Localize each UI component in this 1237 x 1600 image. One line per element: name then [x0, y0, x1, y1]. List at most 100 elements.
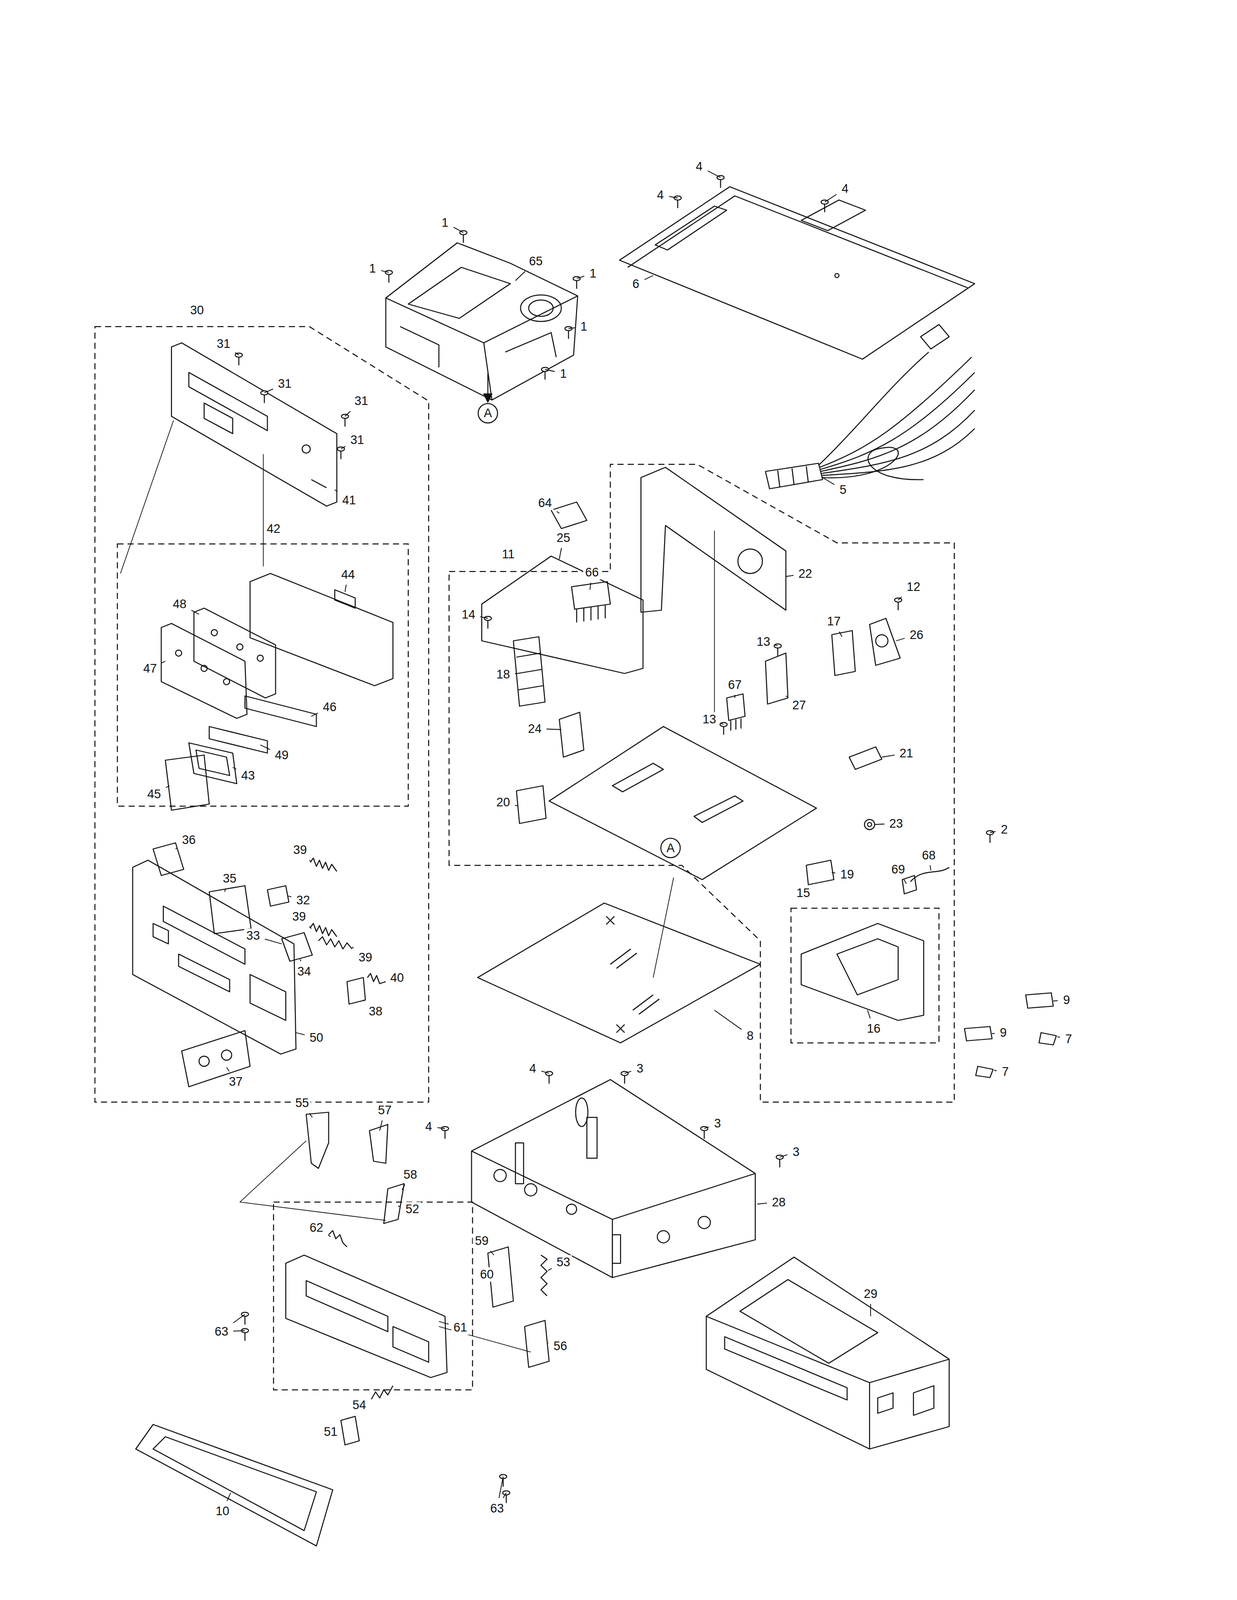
front-panel-frame	[188, 372, 268, 431]
callout-number: 4	[693, 159, 705, 174]
group-outline	[94, 326, 429, 1103]
front-holder	[371, 1386, 393, 1400]
leader-line	[226, 1067, 230, 1072]
leader-line	[757, 1203, 768, 1205]
leader-line	[779, 1154, 788, 1158]
leader-line	[546, 728, 562, 730]
leader-line	[904, 880, 907, 885]
main-chassis	[801, 923, 924, 1021]
insulator-sheet	[477, 903, 761, 1043]
display-board	[188, 743, 237, 784]
wire-harness	[821, 447, 924, 480]
callout-number: 3	[634, 1061, 646, 1076]
main-chassis	[549, 726, 817, 881]
front-panel	[132, 843, 387, 1088]
insulator-sheet	[610, 949, 660, 1015]
leader-line	[453, 227, 464, 233]
leader-line	[721, 723, 724, 725]
top-cover	[619, 186, 975, 360]
callout-number: 4	[527, 1061, 538, 1076]
leader-line	[556, 511, 560, 514]
front-holder	[285, 1231, 448, 1446]
callout-number: 36	[180, 832, 198, 848]
mounting-sleeve	[706, 1316, 950, 1384]
main-chassis	[849, 747, 882, 770]
leader-line	[345, 584, 347, 592]
main-chassis	[1039, 1032, 1057, 1046]
main-chassis	[516, 786, 547, 824]
wire-harness	[765, 463, 823, 489]
main-chassis	[513, 636, 546, 707]
front-panel-frame	[204, 403, 233, 435]
callout-number: 3	[790, 1145, 802, 1160]
leader-line	[288, 896, 292, 898]
leader-line	[547, 1268, 552, 1271]
main-chassis	[765, 653, 789, 705]
main-chassis	[864, 819, 876, 831]
wire-harness	[818, 352, 929, 466]
leader-line	[226, 1493, 231, 1502]
mounting-sleeve	[913, 1386, 934, 1416]
callout-number: 61	[451, 1320, 470, 1336]
main-chassis	[640, 467, 787, 613]
callout-number: 69	[889, 862, 907, 877]
reference-marker: A	[660, 837, 681, 859]
callout-number: 32	[294, 893, 313, 908]
leader-line	[590, 582, 592, 591]
callout-number: 4	[655, 187, 666, 203]
chassis-frame	[493, 1169, 507, 1183]
leader-line	[669, 196, 678, 198]
leader-line	[235, 352, 240, 356]
leader-line	[345, 411, 351, 417]
chassis-frame	[566, 1204, 577, 1215]
callout-number: 13	[754, 635, 773, 650]
main-chassis	[875, 635, 889, 648]
leader-line	[568, 327, 576, 329]
leader-line	[541, 1071, 550, 1074]
chassis-frame	[575, 1098, 588, 1127]
leader-line	[233, 1330, 245, 1332]
assembly-line	[120, 420, 174, 574]
leader-line	[898, 596, 902, 601]
mounting-sleeve	[706, 1257, 950, 1450]
leader-line	[363, 1000, 365, 1002]
leader-line	[232, 767, 237, 770]
leader-line	[992, 1033, 995, 1035]
leader-line	[707, 171, 721, 178]
exploded-view	[120, 186, 1057, 1547]
front-panel	[178, 954, 230, 993]
callout-number: 63	[488, 1501, 506, 1516]
main-chassis	[738, 549, 763, 574]
leader-line	[371, 1398, 372, 1400]
screw-symbol	[241, 1312, 249, 1326]
main-chassis	[559, 712, 584, 758]
callout-number: 12	[904, 579, 923, 595]
leader-line	[990, 831, 996, 833]
main-chassis	[740, 718, 742, 729]
main-chassis	[694, 796, 744, 823]
leader-line	[498, 1476, 504, 1499]
leader-line	[1057, 1036, 1061, 1038]
main-chassis	[730, 720, 732, 732]
callout-number: 51	[321, 1424, 340, 1440]
group-number: 30	[188, 303, 206, 318]
wire-harness	[821, 410, 975, 475]
group-outline	[117, 543, 409, 807]
leader-line	[515, 271, 525, 281]
leader-line	[881, 755, 895, 758]
assembly-group: 3042	[94, 326, 429, 1103]
tape-mechanism	[400, 326, 440, 368]
leader-line	[734, 694, 736, 699]
screw-symbol	[719, 722, 728, 735]
callout-number: 14	[459, 607, 478, 622]
callout-number: 18	[494, 667, 513, 683]
front-panel	[209, 885, 251, 934]
leader-line	[994, 1070, 998, 1071]
leader-line	[831, 872, 836, 874]
front-panel	[310, 858, 338, 872]
display-board	[161, 573, 394, 811]
leader-line	[309, 926, 312, 929]
main-chassis	[806, 860, 835, 885]
leader-line	[547, 1342, 549, 1344]
